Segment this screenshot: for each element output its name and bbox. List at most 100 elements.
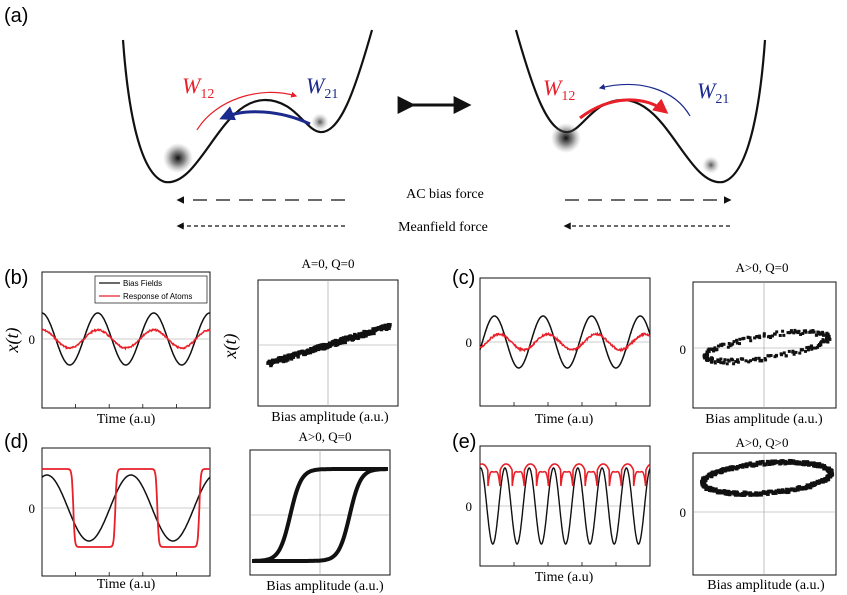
phase-point [753, 336, 757, 340]
panel-d-response-line [42, 468, 210, 548]
phase-point [379, 327, 384, 332]
panel-d-label: (d) [4, 431, 28, 453]
ac-bias-label: AC bias force [406, 187, 484, 202]
phase-point [719, 343, 723, 347]
phase-point [372, 331, 376, 336]
phase-point [799, 332, 803, 336]
phase-point [821, 332, 825, 336]
phase-point [755, 460, 760, 465]
panel-e-time-plot: 0 Time (a.u) [466, 445, 651, 585]
phase-point [788, 331, 792, 335]
phase-point [823, 339, 827, 343]
phase-point [770, 459, 774, 464]
phase-point [731, 342, 735, 346]
right-atom-cloud-shallow [702, 156, 720, 174]
panel-c-time-plot: 0 Time (a.u) [466, 277, 651, 427]
phase-point [768, 489, 772, 494]
phase-point [805, 346, 809, 350]
panel-d-time-xlabel: Time (a.u) [97, 577, 156, 592]
phase-point [766, 354, 770, 358]
left-double-well-potential [121, 29, 374, 184]
panel-a-label: (a) [4, 5, 28, 27]
phase-point [296, 355, 300, 359]
phase-point [753, 358, 757, 362]
phase-point [747, 336, 751, 340]
phase-point [732, 490, 736, 494]
phase-point [748, 461, 753, 466]
panel-e-bias-field-line [479, 467, 651, 545]
panel-d-phase-plot: A>0, Q=0 Bias amplitude (a.u.) [249, 429, 391, 594]
phase-point [742, 463, 746, 468]
phase-point [820, 480, 825, 484]
phase-point [723, 491, 728, 496]
phase-point [726, 358, 730, 362]
phase-point [744, 359, 748, 363]
phase-point [730, 357, 734, 361]
phase-point [803, 486, 807, 491]
phase-point [705, 350, 709, 354]
phase-point [810, 330, 814, 334]
legend-bias-fields: Bias Fields [123, 279, 162, 288]
phase-point [383, 323, 387, 328]
phase-point [729, 465, 733, 469]
phase-point [705, 358, 709, 362]
phase-point [723, 358, 727, 362]
panel-e-phase-points [700, 458, 835, 497]
right-w12-label: W12 [543, 75, 575, 104]
phase-point [817, 331, 821, 335]
panel-d-bias-field-line [41, 474, 211, 542]
phase-point [787, 349, 791, 353]
phase-point [763, 462, 767, 467]
phase-point [758, 359, 762, 363]
phase-point [757, 356, 761, 360]
phase-point [822, 464, 827, 468]
phase-point [339, 336, 344, 341]
phase-point [762, 334, 766, 338]
panel-c-time-xlabel: Time (a.u) [535, 412, 594, 427]
panel-e-label: (e) [452, 431, 476, 453]
phase-point [719, 357, 723, 361]
phase-point [323, 346, 327, 351]
phase-point [319, 343, 323, 347]
panel-e-phase-zero-label: 0 [680, 505, 687, 520]
phase-point [775, 330, 779, 334]
phase-point [714, 469, 719, 474]
panel-e-time-xlabel: Time (a.u) [535, 570, 594, 585]
phase-point [727, 341, 731, 345]
phase-point [784, 354, 788, 358]
left-w12-label: W12 [182, 73, 214, 102]
phase-point [774, 489, 779, 494]
phase-point [825, 334, 829, 338]
phase-point [772, 461, 776, 466]
phase-point [793, 488, 797, 493]
phase-point [806, 348, 810, 352]
phase-point [291, 355, 296, 359]
phase-point [817, 464, 822, 469]
panel-d-phase-xlabel: Bias amplitude (a.u.) [266, 579, 384, 594]
phase-point [816, 344, 820, 348]
phase-point [722, 360, 726, 364]
phase-point [782, 351, 786, 355]
phase-point [705, 475, 709, 480]
right-atom-cloud-deep [551, 123, 581, 153]
panel-b-time-plot: 0 Bias Fields Response of Atoms Time (a.… [2, 271, 211, 427]
phase-point [705, 356, 709, 360]
panel-c-phase-points [702, 328, 832, 366]
phase-point [749, 359, 753, 363]
phase-point [814, 333, 818, 337]
phase-point [794, 350, 798, 354]
phase-point [812, 330, 816, 334]
phase-point [793, 328, 797, 332]
phase-point [730, 490, 734, 495]
left-w21-label: W21 [306, 73, 338, 102]
phase-point [385, 327, 389, 331]
panel-b-title: A=0, Q=0 [302, 256, 355, 271]
phase-point [741, 337, 745, 341]
phase-point [770, 461, 774, 466]
phase-point [762, 332, 766, 336]
phase-point [771, 490, 775, 495]
phase-point [713, 361, 717, 365]
phase-point [821, 330, 825, 334]
panel-c-zero-label: 0 [466, 335, 473, 350]
panel-b-label: (b) [4, 267, 28, 289]
